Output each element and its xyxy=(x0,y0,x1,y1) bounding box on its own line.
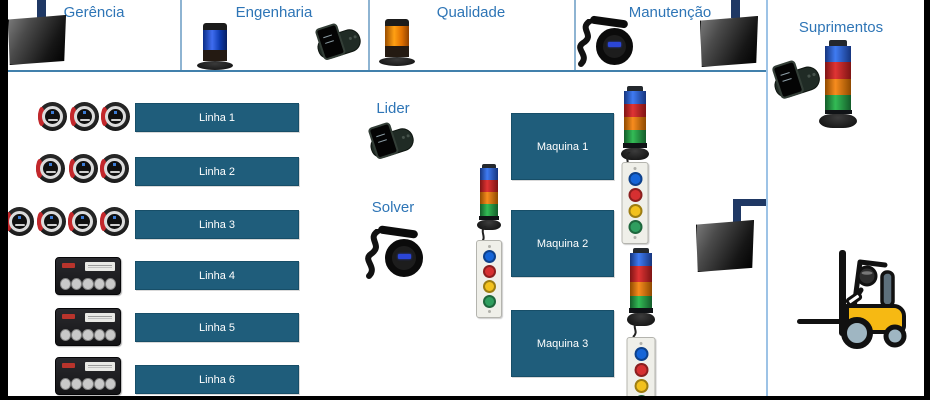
cable-icon xyxy=(365,229,381,279)
header-bottom-border xyxy=(0,70,766,72)
header-cell-engenharia: Engenharia xyxy=(180,0,370,70)
andon-tower-icon xyxy=(627,248,655,326)
call-button-icon xyxy=(68,207,97,236)
tv-icon xyxy=(696,220,754,272)
blue-beacon-icon xyxy=(197,23,233,70)
frame-edge-left xyxy=(0,0,8,400)
smartwatch-icon xyxy=(367,121,417,165)
header-cell-qualidade: Qualidade xyxy=(368,0,576,70)
maquina-2-box: Maquina 2 xyxy=(511,210,614,277)
tv-mount-bar xyxy=(737,199,766,206)
keypad-icon xyxy=(55,357,121,395)
linha-3-box: Linha 3 xyxy=(135,210,299,239)
engenharia-label: Engenharia xyxy=(235,4,313,21)
linha-6-box: Linha 6 xyxy=(135,365,299,394)
linha-2-label: Linha 2 xyxy=(198,165,236,178)
call-button-icon xyxy=(70,102,99,131)
orange-beacon-icon xyxy=(379,19,415,66)
maquina-3-label: Maquina 3 xyxy=(536,337,589,350)
linha-1-label: Linha 1 xyxy=(198,111,236,124)
solver-label: Solver xyxy=(371,199,415,216)
smartwatch-icon xyxy=(314,22,364,66)
tv-mount-bar xyxy=(731,0,740,18)
linha-5-label: Linha 5 xyxy=(198,321,236,334)
stack-light-tower-icon xyxy=(818,40,858,132)
keypad-icon xyxy=(55,257,121,295)
tv-mount-bar xyxy=(37,0,46,18)
maquina-1-box: Maquina 1 xyxy=(511,113,614,180)
call-button-icon xyxy=(100,207,129,236)
cable-icon xyxy=(632,322,639,338)
header-cell-gerencia: Gerência xyxy=(8,0,182,70)
call-button-icon xyxy=(101,102,130,131)
andon-tower-assembly xyxy=(472,164,506,318)
call-button-icon xyxy=(69,154,98,183)
tv-mount-bar xyxy=(733,199,741,225)
button-panel-icon xyxy=(621,162,649,244)
andon-tower-icon xyxy=(621,86,649,160)
qualidade-label: Qualidade xyxy=(436,4,506,21)
call-button-icon xyxy=(36,154,65,183)
smartwatch-icon xyxy=(771,59,823,105)
button-panel-icon xyxy=(626,337,656,400)
linha-4-box: Linha 4 xyxy=(135,261,299,290)
call-button-icon xyxy=(37,207,66,236)
pager-icon xyxy=(362,225,426,279)
call-button-icon xyxy=(38,102,67,131)
keypad-icon xyxy=(55,308,121,346)
andon-tower-assembly xyxy=(624,248,658,400)
linha-4-label: Linha 4 xyxy=(198,269,236,282)
maquina-3-box: Maquina 3 xyxy=(511,310,614,377)
suprimentos-label: Suprimentos xyxy=(798,19,884,36)
frame-edge-right xyxy=(924,0,930,400)
andon-tower-icon xyxy=(477,164,501,230)
header-cell-manutencao: Manutenção xyxy=(574,0,766,70)
maquina-2-label: Maquina 2 xyxy=(536,237,589,250)
call-button-icon xyxy=(5,207,34,236)
tv-icon xyxy=(700,16,758,67)
vertical-divider-line xyxy=(766,0,768,396)
linha-2-box: Linha 2 xyxy=(135,157,299,186)
forklift-icon xyxy=(797,250,907,349)
cable-icon xyxy=(577,19,593,67)
linha-6-label: Linha 6 xyxy=(198,373,236,386)
linha-1-box: Linha 1 xyxy=(135,103,299,132)
maquina-1-label: Maquina 1 xyxy=(536,140,589,153)
andon-tower-assembly xyxy=(618,86,652,244)
button-panel-icon xyxy=(476,240,502,318)
frame-edge-bottom xyxy=(0,396,930,400)
linha-3-label: Linha 3 xyxy=(198,218,236,231)
linha-5-box: Linha 5 xyxy=(135,313,299,342)
lider-label: Lider xyxy=(376,100,410,117)
pager-icon xyxy=(574,15,636,67)
tv-icon xyxy=(8,15,66,65)
call-button-icon xyxy=(100,154,129,183)
manutencao-label: Manutenção xyxy=(628,4,712,21)
gerencia-label: Gerência xyxy=(63,4,125,21)
